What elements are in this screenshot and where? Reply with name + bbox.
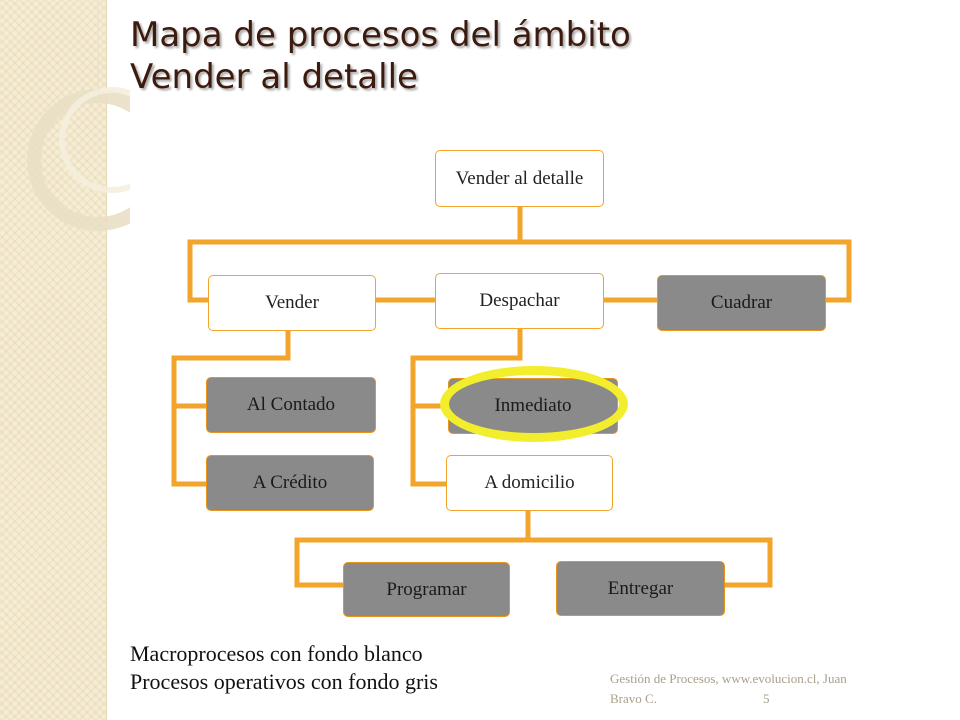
node-a-domicilio: A domicilio <box>446 455 613 511</box>
connector-vender-children <box>171 328 291 487</box>
connector-root-bus-right <box>517 239 852 303</box>
connector-domicilio-right <box>525 537 773 588</box>
legend-macroprocesos: Macroprocesos con fondo blanco <box>130 641 423 666</box>
node-a-credito: A Crédito <box>206 455 374 511</box>
slide-title: Mapa de procesos del ámbito Vender al de… <box>130 14 631 98</box>
node-cuadrar: Cuadrar <box>657 275 826 331</box>
node-despachar: Despachar <box>435 273 604 329</box>
node-entregar: Entregar <box>556 561 725 616</box>
legend: Macroprocesos con fondo blanco Procesos … <box>130 640 438 696</box>
connector-domicilio-children <box>294 508 531 588</box>
node-programar: Programar <box>343 562 510 617</box>
page-number: 5 <box>763 691 770 706</box>
connector-root-bus <box>187 204 523 303</box>
node-vender-al-detalle: Vender al detalle <box>435 150 604 207</box>
legend-procesos-operativos: Procesos operativos con fondo gris <box>130 669 438 694</box>
decorative-rings <box>27 0 130 231</box>
slide-title-line-1: Mapa de procesos del ámbito <box>130 15 631 55</box>
footer-credit: Gestión de Procesos, www.evolucion.cl, J… <box>610 671 847 706</box>
slide-title-line-2: Vender al detalle <box>130 57 418 97</box>
node-vender: Vender <box>208 275 376 331</box>
highlight-ellipse <box>440 366 628 442</box>
connector-despachar-children <box>410 326 523 487</box>
node-al-contado: Al Contado <box>206 377 376 433</box>
slide-footer: Gestión de Procesos, www.evolucion.cl, J… <box>610 669 880 709</box>
